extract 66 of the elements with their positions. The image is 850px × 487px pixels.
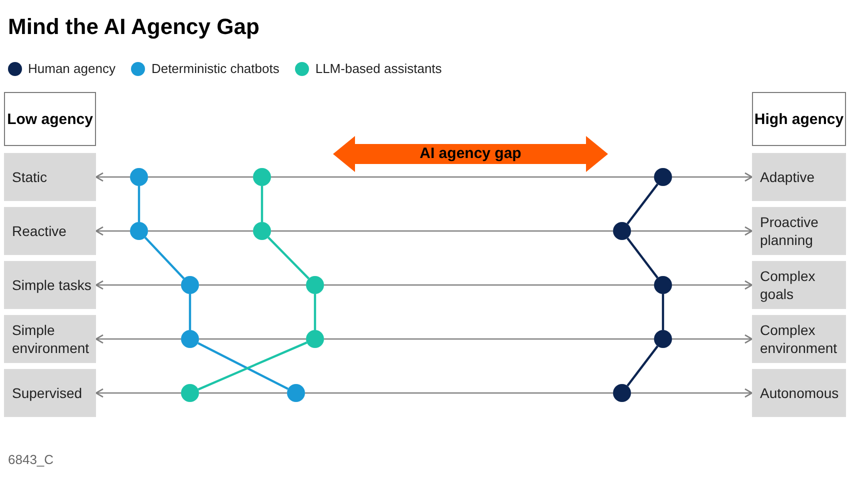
category-box: Complex environment (752, 315, 846, 363)
header-box: High agency (752, 92, 846, 146)
data-point (253, 168, 271, 186)
axis-line (672, 280, 753, 290)
connector-line (662, 294, 664, 330)
data-point (181, 384, 199, 402)
axis-line (95, 388, 181, 398)
axis-line (271, 230, 613, 232)
connector-line (138, 186, 140, 222)
data-point (654, 168, 672, 186)
axis-line (631, 226, 753, 236)
data-point (306, 276, 324, 294)
data-point (306, 330, 324, 348)
figure-id: 6843_C (8, 452, 54, 467)
axis-line (148, 230, 253, 232)
axis-line (324, 284, 654, 286)
axis-line (199, 338, 306, 340)
connector-line (626, 238, 658, 278)
gap-label: AI agency gap (418, 145, 522, 162)
category-box: Proactive planning (752, 207, 846, 255)
legend-label: Human agency (28, 61, 116, 76)
axis-line (148, 176, 253, 178)
data-point (287, 384, 305, 402)
axis-line (199, 392, 287, 394)
category-box: Static (4, 153, 96, 201)
gap-arrow (333, 136, 608, 172)
category-box: Complex goals (752, 261, 846, 309)
data-point (181, 330, 199, 348)
axis-line (199, 284, 306, 286)
header-box: Low agency (4, 92, 96, 146)
category-box: Simple environment (4, 315, 96, 363)
legend-label: LLM-based assistants (315, 61, 442, 76)
axis-line (95, 172, 130, 182)
axis-line (305, 392, 613, 394)
category-box: Simple tasks (4, 261, 96, 309)
connector-line (268, 236, 310, 280)
data-point (130, 222, 148, 240)
connector-line (314, 294, 316, 330)
connector-line (626, 346, 658, 386)
category-box: Supervised (4, 369, 96, 417)
data-point (613, 222, 631, 240)
legend-label: Deterministic chatbots (151, 61, 280, 76)
category-box: Autonomous (752, 369, 846, 417)
connector-line (198, 342, 308, 390)
axis-line (95, 226, 130, 236)
chart-title: Mind the AI Agency Gap (8, 14, 260, 40)
connector-line (144, 236, 185, 280)
data-point (613, 384, 631, 402)
category-box: Adaptive (752, 153, 846, 201)
data-point (253, 222, 271, 240)
data-point (181, 276, 199, 294)
category-box: Reactive (4, 207, 96, 255)
connector-line (188, 294, 192, 330)
data-point (130, 168, 148, 186)
connector-line (626, 184, 658, 224)
axis-line (672, 172, 753, 182)
data-point (654, 276, 672, 294)
axis-line (95, 280, 181, 290)
axis-line (271, 176, 654, 178)
axis-line (631, 388, 753, 398)
connector-line (260, 186, 264, 222)
axis-line (324, 338, 654, 340)
axis-line (672, 334, 753, 344)
axis-line (95, 334, 181, 344)
data-point (654, 330, 672, 348)
connector-line (198, 342, 288, 390)
